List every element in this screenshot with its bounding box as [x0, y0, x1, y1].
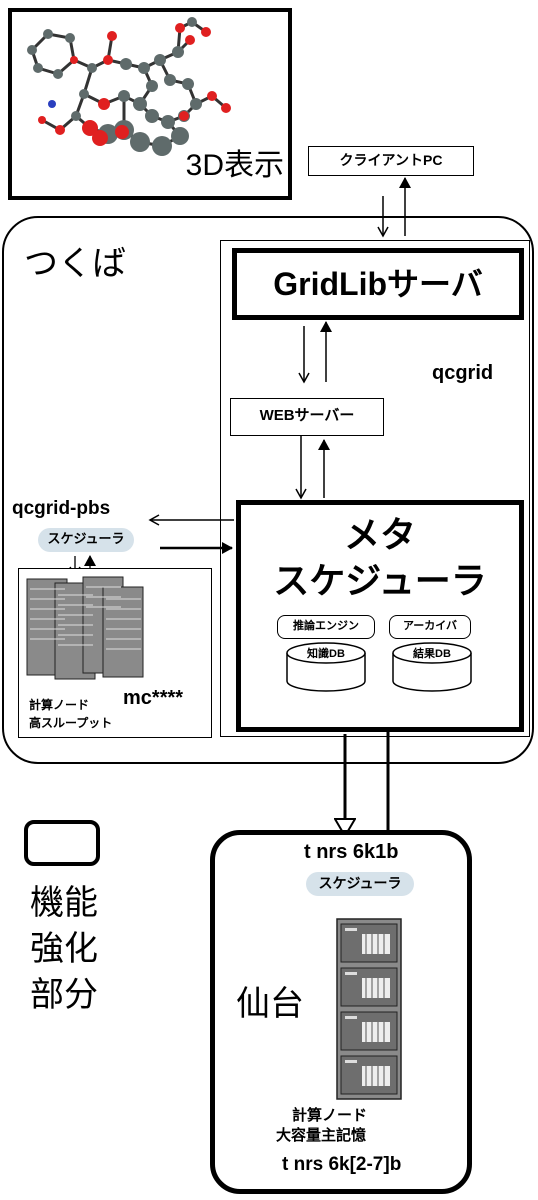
qcgrid-host-region	[220, 240, 530, 737]
tsukuba-region	[2, 216, 534, 764]
qcgrid-label: qcgrid	[432, 362, 494, 384]
sendai-label: 仙台	[236, 985, 304, 1023]
tsukuba-label: つくば	[24, 245, 126, 283]
tsukuba-node-label2: 高スループット	[29, 716, 113, 730]
sendai-node-label2: 大容量主記憶	[276, 1127, 367, 1144]
3d-viewer-panel: 3D表示	[8, 8, 292, 200]
sendai-host-label: t nrs 6k1b	[304, 841, 399, 863]
tsukuba-scheduler: スケジューラ	[38, 528, 134, 552]
sendai-server-rack	[336, 918, 402, 1100]
3d-viewer-label: 3D表示	[185, 149, 284, 182]
client-pc-box: クライアントPC	[308, 146, 474, 176]
legend-line2: 強化	[30, 930, 98, 968]
result-db-label: 結果DB	[413, 648, 451, 660]
sendai-node-label1: 計算ノード	[292, 1107, 368, 1124]
gridlib-server-box: GridLibサーバ	[232, 248, 524, 320]
meta-line2: スケジューラ	[273, 560, 487, 601]
tsukuba-compute-node-box: 計算ノード 高スループット mc****	[18, 568, 212, 738]
tsukuba-node-label1: 計算ノード	[29, 698, 90, 712]
meta-line1: メタ	[343, 514, 416, 555]
meta-scheduler-box: メタ スケジューラ 推論エンジン アーカイバ 知識DB 結果DB	[236, 500, 524, 732]
knowledge-db-cylinder	[286, 642, 366, 692]
inference-engine-box: 推論エンジン	[277, 615, 375, 639]
web-server-box: WEBサーバー	[230, 398, 384, 436]
server-rack-cluster	[26, 576, 144, 680]
sendai-scheduler: スケジューラ	[306, 872, 414, 896]
knowledge-db-label: 知識DB	[307, 648, 345, 660]
molecule-image	[27, 17, 231, 156]
result-db-cylinder	[392, 642, 472, 692]
legend-line3: 部分	[30, 976, 98, 1014]
sendai-node-name: t nrs 6k[2-7]b	[282, 1154, 402, 1175]
archiver-box: アーカイバ	[389, 615, 471, 639]
tsukuba-node-name: mc****	[123, 687, 184, 709]
legend-box-icon	[24, 820, 100, 866]
legend-line1: 機能	[30, 884, 98, 922]
qcgrid-pbs-label: qcgrid-pbs	[12, 498, 111, 519]
